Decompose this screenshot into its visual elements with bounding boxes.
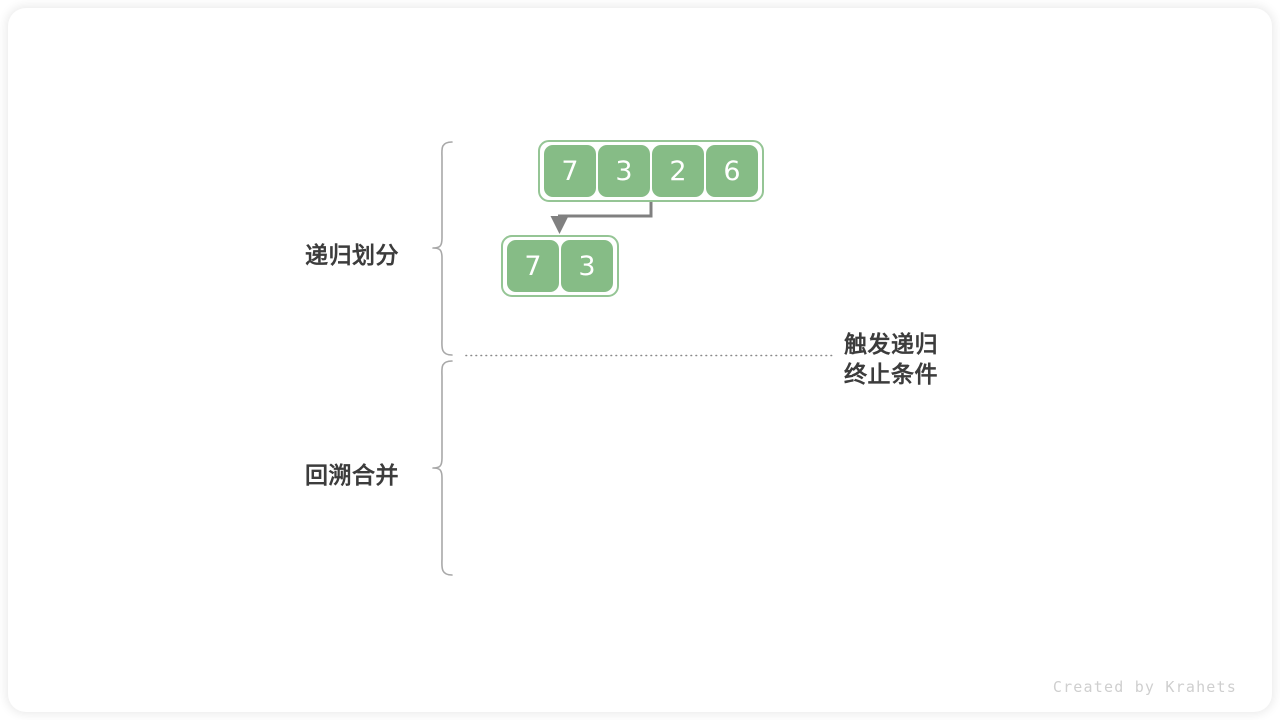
array-cell: 7 — [544, 145, 596, 197]
array-root: 7 3 2 6 — [538, 140, 764, 202]
phase-label-divide: 递归划分 — [305, 243, 399, 269]
watermark: Created by Krahets — [1052, 678, 1237, 696]
array-left-sub: 7 3 — [501, 235, 619, 297]
array-cell: 3 — [561, 240, 613, 292]
recursion-terminate-note: 触发递归 终止条件 — [844, 330, 938, 390]
array-cell: 6 — [706, 145, 758, 197]
recursion-terminate-note-line1: 触发递归 — [844, 332, 938, 358]
array-cell: 7 — [507, 240, 559, 292]
content-card — [8, 8, 1272, 712]
phase-label-merge: 回溯合并 — [305, 463, 399, 489]
array-cell: 2 — [652, 145, 704, 197]
recursion-terminate-note-line2: 终止条件 — [844, 362, 938, 388]
array-cell: 3 — [598, 145, 650, 197]
